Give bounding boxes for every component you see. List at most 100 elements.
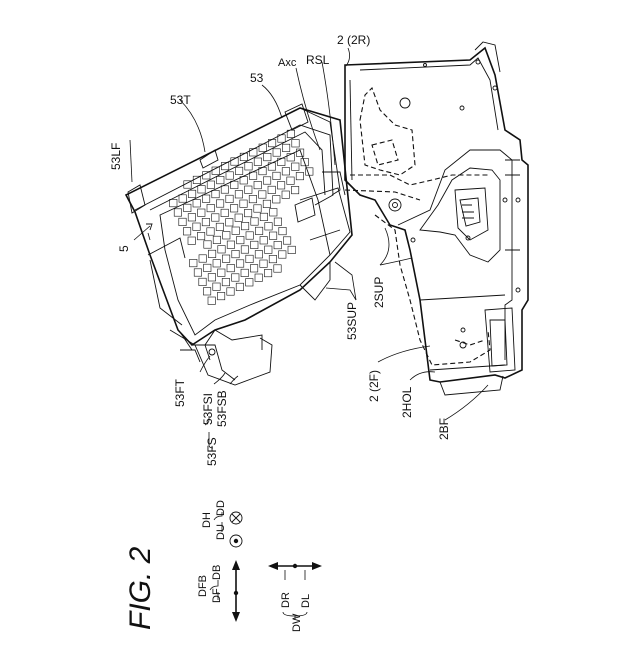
battery-cell bbox=[279, 227, 286, 234]
hidden-duct bbox=[350, 175, 490, 185]
battery-cell bbox=[254, 181, 261, 188]
battery-pack bbox=[126, 104, 352, 385]
battery-cell bbox=[170, 199, 177, 206]
battery-cell bbox=[179, 218, 186, 225]
battery-cell bbox=[250, 149, 257, 156]
battery-cell bbox=[273, 172, 280, 179]
battery-cell bbox=[240, 200, 247, 207]
legend-DR: DR bbox=[280, 592, 292, 608]
battery-cell bbox=[216, 200, 223, 207]
battery-cell bbox=[245, 186, 252, 193]
battery-cell bbox=[183, 228, 190, 235]
legend-DD: DD bbox=[215, 500, 227, 516]
figure-title: FIG. 2 bbox=[124, 546, 157, 630]
battery-cell bbox=[246, 232, 253, 239]
battery-cell bbox=[174, 209, 181, 216]
label-2BF: 2BF bbox=[437, 418, 451, 440]
battery-cell bbox=[217, 292, 224, 299]
battery-cell bbox=[255, 227, 262, 234]
battery-cell bbox=[251, 218, 258, 225]
battery-cell bbox=[226, 172, 233, 179]
battery-cell bbox=[282, 191, 289, 198]
battery-cell bbox=[188, 237, 195, 244]
battery-cell bbox=[216, 223, 223, 230]
battery-cell bbox=[287, 177, 294, 184]
battery-cell bbox=[259, 191, 266, 198]
label-2-2R: 2 (2R) bbox=[337, 33, 370, 47]
label-53: 53 bbox=[250, 71, 264, 85]
label-53T: 53T bbox=[170, 93, 191, 107]
battery-cell bbox=[188, 190, 195, 197]
battery-cell bbox=[260, 260, 267, 267]
battery-cell bbox=[218, 246, 225, 253]
battery-cell bbox=[207, 181, 214, 188]
battery-cell bbox=[212, 190, 219, 197]
legend-DU: DU bbox=[215, 524, 227, 540]
battery-cell bbox=[190, 259, 197, 266]
battery-cell bbox=[270, 209, 277, 216]
battery-cell bbox=[241, 222, 248, 229]
battery-cell bbox=[203, 172, 210, 179]
battery-cell bbox=[232, 274, 239, 281]
battery-cell bbox=[292, 140, 299, 147]
legend-DH: DH bbox=[201, 512, 213, 528]
label-53SUP: 53SUP bbox=[345, 302, 359, 340]
battery-cell bbox=[199, 278, 206, 285]
battery-cell bbox=[282, 168, 289, 175]
battery-cell bbox=[226, 219, 233, 226]
battery-cell bbox=[254, 158, 261, 165]
battery-cell bbox=[227, 288, 234, 295]
battery-cell bbox=[208, 274, 215, 281]
battery-cell bbox=[246, 279, 253, 286]
label-53FS: 53FS bbox=[205, 437, 219, 466]
label-2SUP: 2SUP bbox=[372, 277, 386, 308]
battery-cell bbox=[244, 209, 251, 216]
battery-cell bbox=[278, 158, 285, 165]
battery-cell bbox=[263, 177, 270, 184]
battery-cell bbox=[223, 232, 230, 239]
battery-cell bbox=[199, 255, 206, 262]
battery-cell bbox=[264, 269, 271, 276]
battery-cell bbox=[197, 232, 204, 239]
battery-cell bbox=[207, 228, 214, 235]
battery-cell bbox=[203, 288, 210, 295]
battery-cell bbox=[273, 149, 280, 156]
battery-cell bbox=[194, 269, 201, 276]
battery-cell bbox=[231, 181, 238, 188]
body-outline bbox=[345, 48, 528, 382]
battery-cell bbox=[250, 265, 257, 272]
battery-cell bbox=[274, 241, 281, 248]
battery-cell bbox=[279, 251, 286, 258]
battery-cell bbox=[265, 223, 272, 230]
label-5: 5 bbox=[117, 245, 131, 252]
direction-legend: DH DU DD DFB DF DB DR DL DW bbox=[197, 500, 322, 632]
label-53FSI: 53FSI bbox=[201, 393, 215, 425]
battery-cell bbox=[260, 237, 267, 244]
battery-cell bbox=[213, 260, 220, 267]
battery-cell bbox=[221, 186, 228, 193]
battery-cell bbox=[204, 264, 211, 271]
battery-cell bbox=[241, 269, 248, 276]
battery-cell bbox=[249, 195, 256, 202]
reference-labels: 53LF 53T 53 Axc RSL 2 (2R) 5 53SUP 2SUP … bbox=[109, 33, 488, 466]
battery-cell bbox=[254, 205, 261, 212]
battery-cell bbox=[235, 191, 242, 198]
battery-cell bbox=[222, 255, 229, 262]
battery-cell bbox=[269, 255, 276, 262]
battery-cell bbox=[198, 186, 205, 193]
battery-cell bbox=[230, 205, 237, 212]
battery-cell bbox=[283, 237, 290, 244]
battery-cell bbox=[208, 297, 215, 304]
battery-cell bbox=[269, 232, 276, 239]
label-RSL: RSL bbox=[306, 53, 330, 67]
battery-cell bbox=[264, 153, 271, 160]
battery-cell bbox=[213, 283, 220, 290]
battery-cell bbox=[288, 246, 295, 253]
battery-cell bbox=[251, 241, 258, 248]
legend-DB: DB bbox=[211, 565, 223, 580]
label-Axc: Axc bbox=[278, 57, 297, 69]
battery-cell bbox=[265, 246, 272, 253]
battery-cell bbox=[235, 167, 242, 174]
